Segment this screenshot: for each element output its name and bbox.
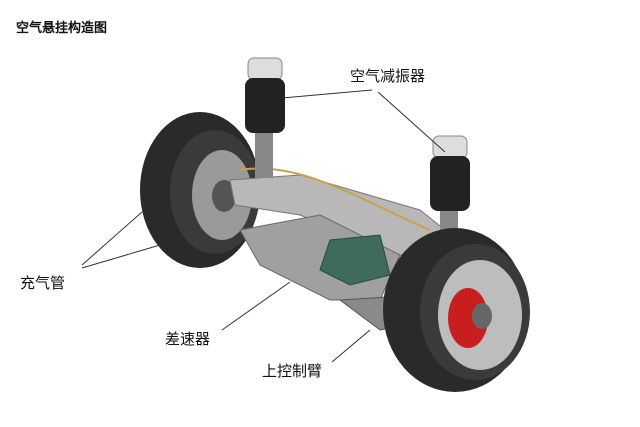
differential-housing [319,234,391,286]
left-wheel [140,112,260,268]
left-air-shock [245,57,285,178]
diagram-title: 空气悬挂构造图 [16,21,108,36]
brake-caliper [448,288,488,348]
right-wheel [383,228,530,392]
label-air-line: 充气管 [20,274,66,292]
leader-lines [81,89,446,363]
label-air-shock: 空气减振器 [350,67,426,85]
label-differential: 差速器 [165,330,211,348]
label-upper-control-arm: 上控制臂 [262,362,323,380]
